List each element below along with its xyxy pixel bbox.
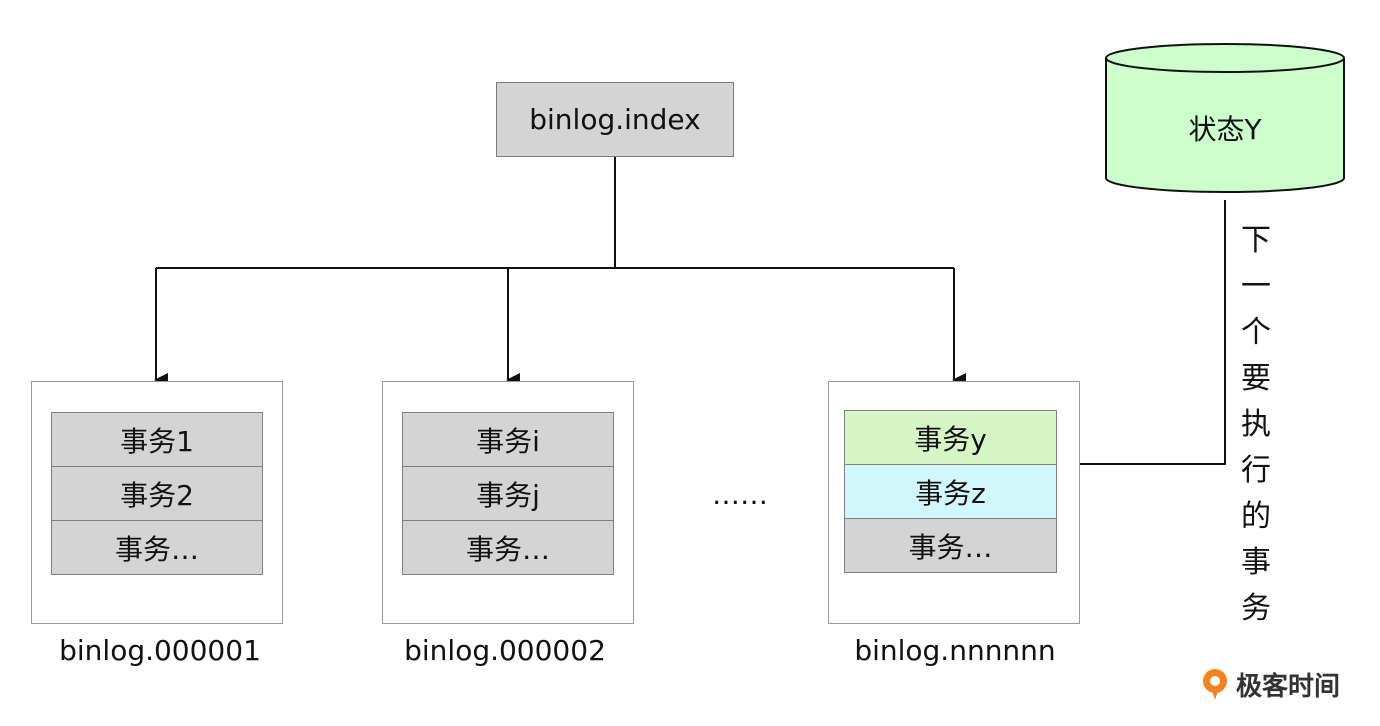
binlog-index-label: binlog.index xyxy=(529,103,701,136)
transaction-label: 事务y xyxy=(914,422,987,456)
transaction-row: 事务… xyxy=(51,520,263,575)
vlabel-char: 要 xyxy=(1241,361,1271,396)
transaction-row: 事务j xyxy=(402,466,614,521)
brand-logo: 极客时间 xyxy=(1200,664,1340,704)
transaction-label: 事务i xyxy=(476,424,540,458)
transaction-label: 事务z xyxy=(915,476,986,510)
vlabel-char: 个 xyxy=(1241,315,1271,350)
vlabel-char: 务 xyxy=(1241,591,1271,626)
transaction-row: 事务i xyxy=(402,412,614,467)
transaction-label: 事务j xyxy=(476,478,540,512)
transaction-row: 事务… xyxy=(844,518,1057,573)
transaction-row-next: 事务y xyxy=(844,410,1057,465)
binlog-file-1: 事务1 事务2 事务… xyxy=(31,381,283,624)
transaction-label: 事务2 xyxy=(120,478,194,512)
vlabel-char: 的 xyxy=(1241,499,1271,534)
transaction-label: 事务… xyxy=(908,530,993,564)
brand-name: 极客时间 xyxy=(1236,671,1341,702)
binlog-file-2: 事务i 事务j 事务… xyxy=(382,381,634,624)
transaction-row: 事务… xyxy=(402,520,614,575)
binlog-file-2-name: binlog.000002 xyxy=(404,634,606,667)
vlabel-char: 事 xyxy=(1241,545,1271,580)
vlabel-char: 一 xyxy=(1241,269,1271,304)
next-tx-pointer xyxy=(1060,200,1226,465)
binlog-index-box: binlog.index xyxy=(496,82,734,157)
transaction-row: 事务z xyxy=(844,464,1057,519)
ellipsis: …… xyxy=(712,478,768,511)
transaction-label: 事务1 xyxy=(120,424,194,458)
vlabel-char: 执 xyxy=(1241,407,1271,442)
vlabel-char: 行 xyxy=(1241,453,1271,488)
transaction-label: 事务… xyxy=(465,532,550,566)
transaction-row: 事务2 xyxy=(51,466,263,521)
brand-icon xyxy=(1203,669,1227,700)
binlog-file-3-name: binlog.nnnnnn xyxy=(854,634,1056,667)
state-cylinder xyxy=(1105,43,1345,193)
vlabel-char: 下 xyxy=(1241,223,1271,258)
binlog-file-1-name: binlog.000001 xyxy=(59,634,261,667)
next-transaction-label: 下 一 个 要 执 行 的 事 务 xyxy=(1236,218,1276,632)
transaction-row: 事务1 xyxy=(51,412,263,467)
binlog-file-3: 事务y 事务z 事务… xyxy=(828,381,1080,624)
state-label: 状态Y xyxy=(1188,113,1262,146)
transaction-label: 事务… xyxy=(114,532,199,566)
